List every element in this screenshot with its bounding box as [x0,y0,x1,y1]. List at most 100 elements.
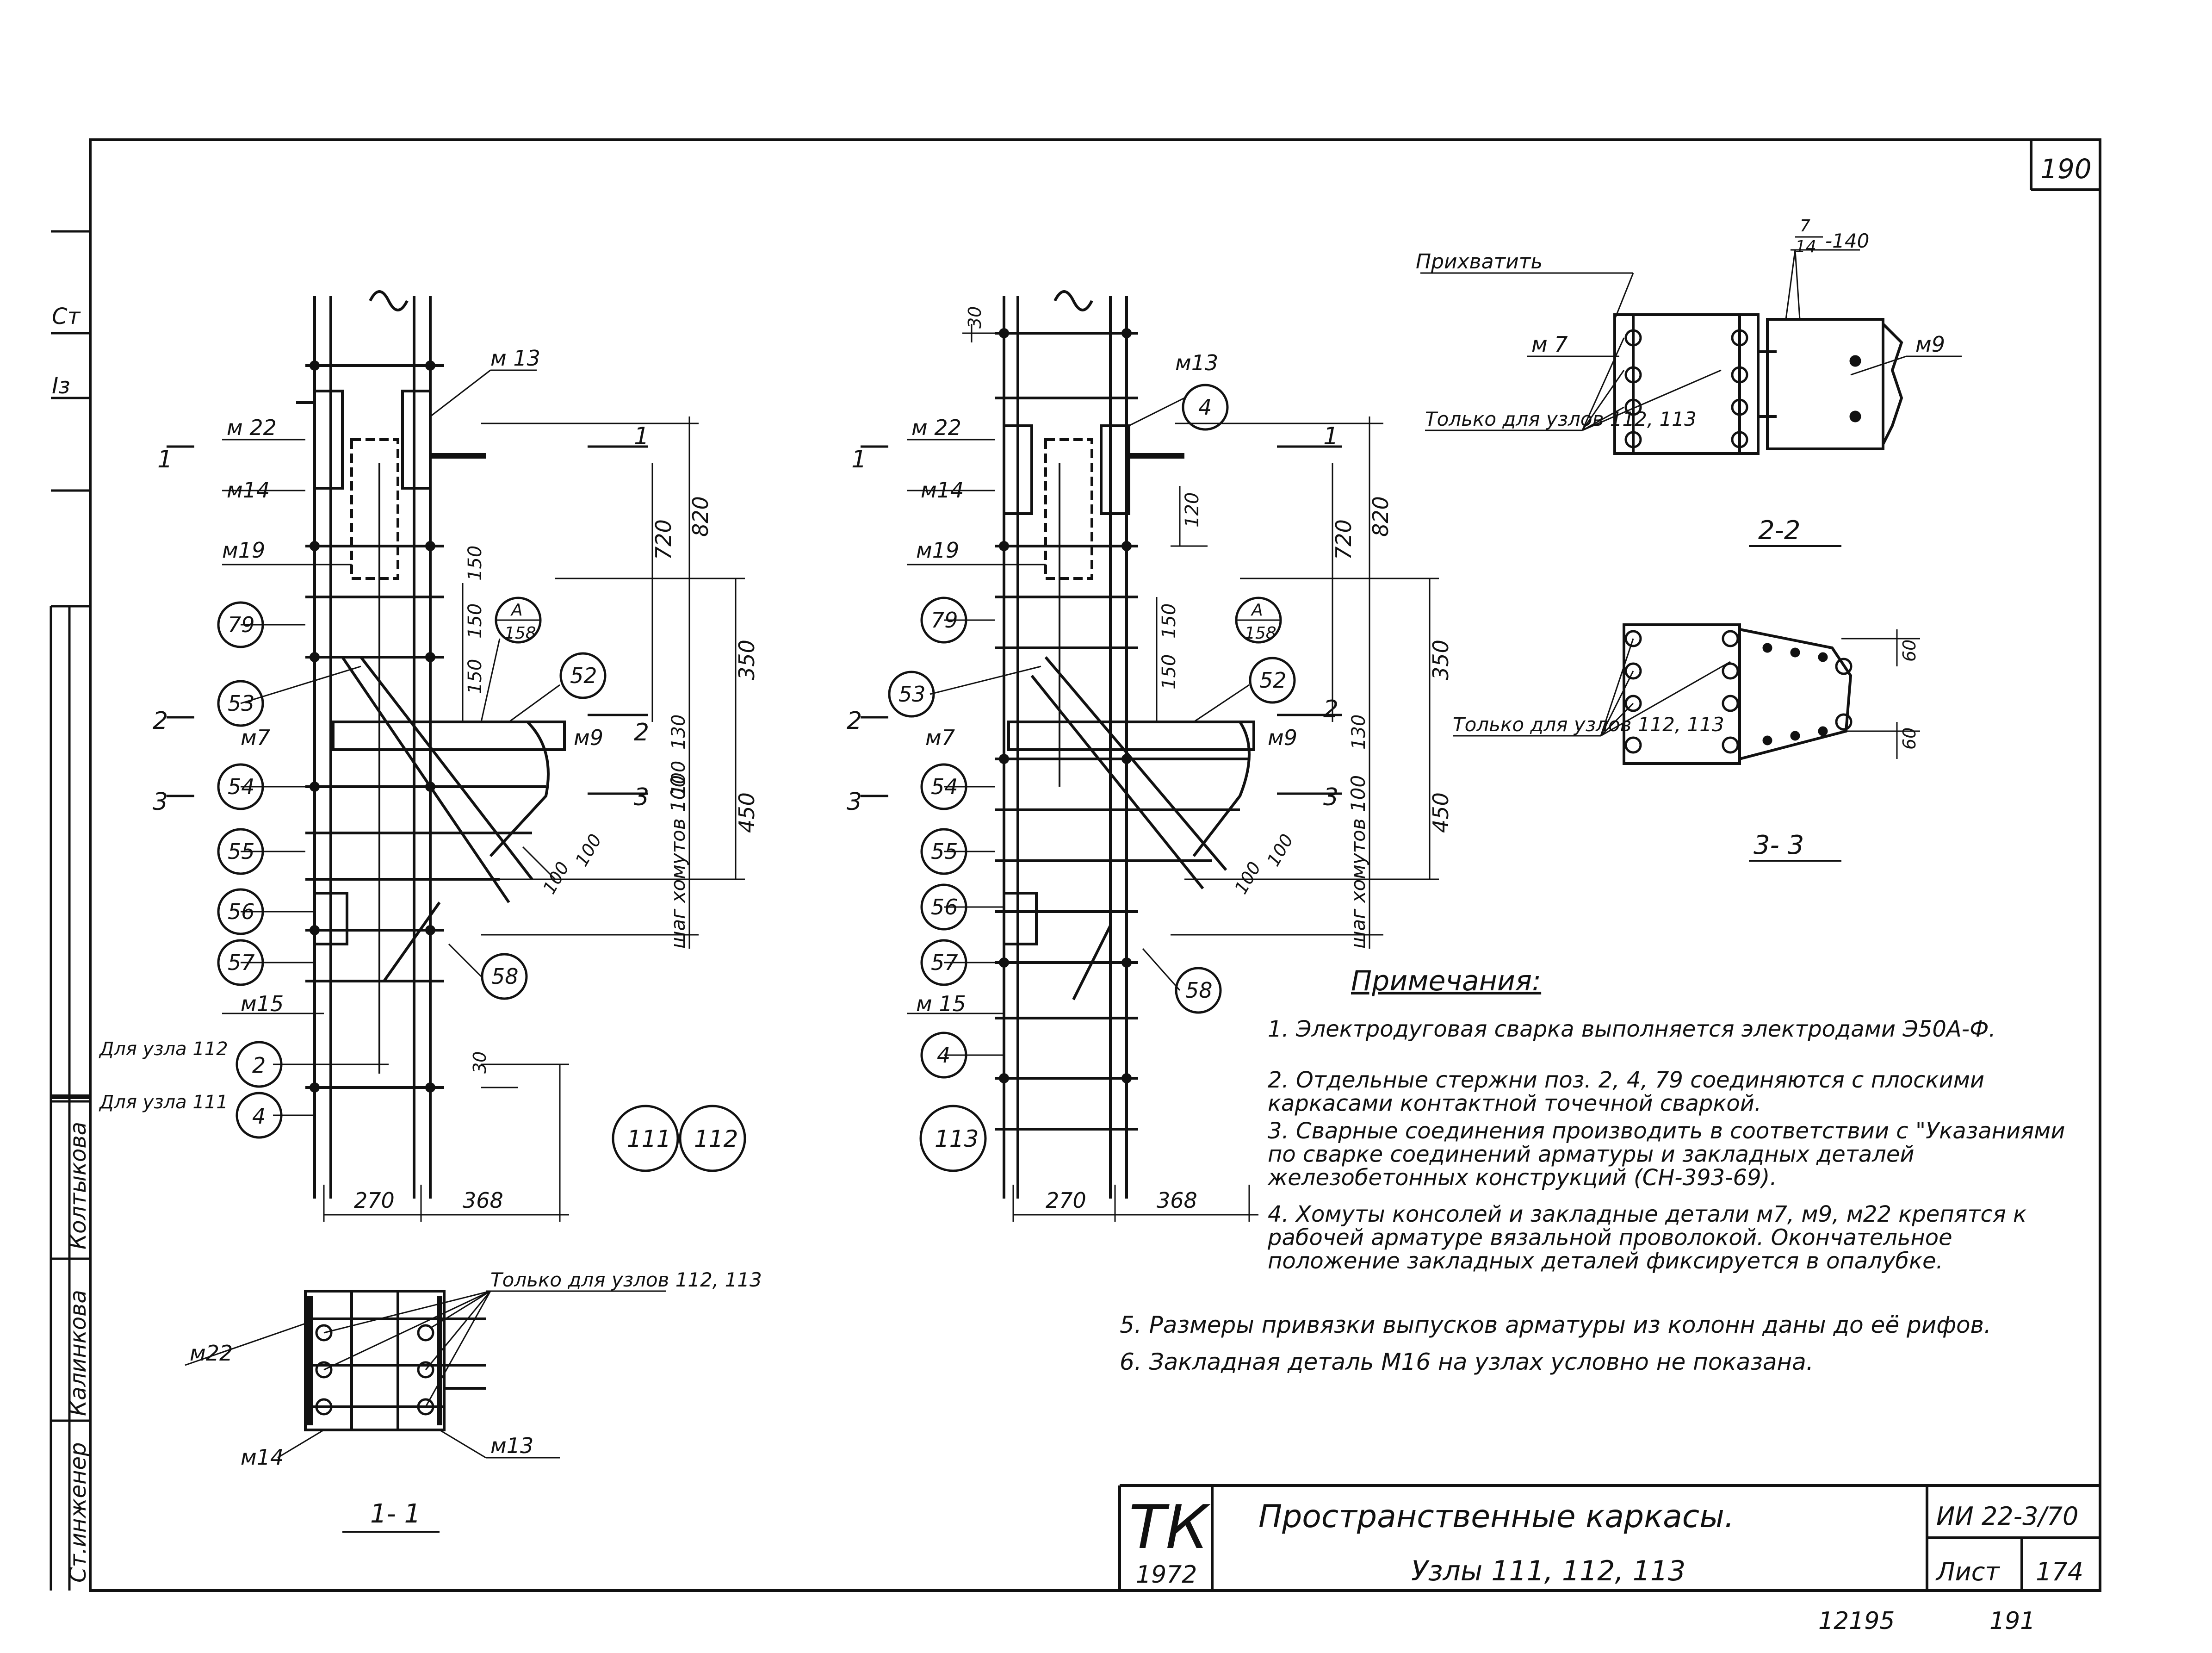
left-callout-79: 79 [228,612,255,637]
stamp-letters: ТК [1129,1492,1211,1562]
left-node-tag-112: 112 [694,1125,738,1152]
footer-left-number: 12195 [1818,1607,1895,1635]
left-callout-56: 56 [228,899,255,924]
mid-dim-30: 30 [965,306,985,329]
left-dim-30: 30 [470,1051,490,1074]
left-column-drawing [167,290,745,1222]
mid-callout-57: 57 [931,950,958,975]
left-margin-strip [50,230,90,1591]
mid-callout-circles [888,384,1296,1172]
left-label-m19: м19 [222,538,265,563]
section-1-1-label-m13: м13 [490,1433,533,1458]
section-3-3-dim-60-bottom: 60 [1899,727,1920,750]
mid-cut-2-l: 2 [847,707,862,735]
section-2-2-title: 2-2 [1758,516,1800,546]
left-cut-1-l: 1 [157,446,173,473]
mid-cut-3-r: 3 [1323,783,1338,811]
title-line-1: Пространственные каркасы. [1258,1498,1735,1535]
section-2-2-bars [1624,329,1861,448]
section-1-1-drawing [185,1290,666,1533]
mid-dim-diag-2: 100 [1263,831,1297,870]
left-cut-3-l: 3 [153,788,168,816]
left-section-ref-sheet: 158 [504,624,536,643]
series-code: ИИ 22-3/70 [1936,1502,2078,1531]
left-section-ref-letter: А [510,601,523,620]
left-dim-150-b: 150 [465,603,486,639]
note-item-1: 1. Электродуговая сварка выполняется эле… [1268,1016,1996,1042]
left-note-node-112: Для узла 112 [99,1038,228,1060]
section-3-3-note: Только для узлов 112, 113 [1453,713,1724,736]
page-number: 190 [2040,153,2092,185]
left-note-node-111: Для узла 111 [99,1092,228,1113]
footer-right-number: 191 [1989,1607,2035,1635]
left-cut-2-l: 2 [153,707,168,735]
mid-callout-79: 79 [931,608,958,633]
mid-label-m22: м 22 [911,415,961,440]
section-3-3-bars [1624,630,1853,754]
side-label-engineer: Ст.инженер [65,1442,91,1583]
title-line-2: Узлы 111, 112, 113 [1411,1555,1685,1587]
mid-dim-820: 820 [1368,496,1393,537]
left-dim-820: 820 [688,496,713,537]
section-2-2-fraction-len: -140 [1825,230,1869,252]
mid-cut-1-r: 1 [1323,423,1338,450]
side-label-st: Ст [52,304,81,329]
section-1-1-label-m22: м22 [190,1341,233,1366]
left-dim-450: 450 [734,792,759,833]
mid-callout-52: 52 [1259,668,1287,693]
left-label-m13: м 13 [490,346,540,371]
mid-dim-stirrup-step: шаг хомутов 100 [1347,775,1369,949]
left-callout-54: 54 [228,774,255,799]
left-dim-150-a: 150 [465,546,486,581]
section-2-2-drawing [1420,249,1962,547]
note-item-5: 5. Размеры привязки выпусков арматуры из… [1120,1311,1991,1338]
left-label-m22: м 22 [227,415,277,440]
sheet-label: Лист [1935,1557,2000,1586]
mid-section-ref-letter: А [1251,601,1263,620]
section-2-2-note: Только для узлов 112, 113 [1425,408,1697,430]
left-dim-150-c: 150 [465,659,486,694]
mid-callout-55: 55 [931,839,958,864]
section-2-2-fraction-num: 7 [1800,217,1810,236]
note-item-6: 6. Закладная деталь М16 на узлах условно… [1120,1348,1814,1375]
stamp-year: 1972 [1136,1561,1197,1589]
section-1-1-title: 1- 1 [370,1499,421,1529]
section-2-2-fraction-den: 14 [1795,237,1816,256]
left-cut-1-r: 1 [634,423,649,450]
mid-label-m15: м 15 [916,991,966,1016]
mid-label-m19: м19 [916,538,959,563]
left-dim-368: 368 [463,1188,503,1213]
note-item-4: 4. Хомуты консолей и закладные детали м7… [1267,1201,2026,1274]
section-2-2-label-prikhvatit: Прихватить [1416,250,1543,273]
mid-dim-720: 720 [1331,519,1356,560]
mid-label-m9: м9 [1268,725,1297,750]
left-callout-4: 4 [252,1104,266,1129]
mid-callout-4-top: 4 [1198,395,1212,420]
left-dim-130: 130 [668,715,689,750]
mid-dim-150-b: 150 [1159,654,1180,690]
mid-section-ref-sheet: 158 [1245,624,1276,643]
sheet-number: 174 [2036,1557,2083,1586]
mid-label-m13: м13 [1175,350,1218,375]
mid-node-tag-113: 113 [935,1125,979,1152]
mid-dim-120: 120 [1182,492,1203,528]
section-3-3-dim-60-top: 60 [1899,640,1920,662]
mid-cut-2-r: 2 [1323,696,1338,723]
mid-dim-130: 130 [1348,715,1369,750]
left-dim-diag-2: 100 [571,831,606,870]
left-dim-stirrup-step: шаг хомутов 100 [667,775,689,949]
left-dim-270: 270 [354,1188,395,1213]
note-item-3: 3. Сварные соединения производить в соот… [1267,1118,2065,1191]
side-label-iz: Iз [52,373,70,399]
side-label-koltykova: Колтыкова [65,1122,91,1249]
mid-dim-diag-1: 100 [1231,858,1265,898]
left-callout-57: 57 [228,950,255,975]
mid-callout-4-bottom: 4 [937,1043,950,1068]
mid-dim-450: 450 [1428,792,1453,833]
section-2-2-label-m7: м 7 [1531,332,1568,357]
mid-dim-350: 350 [1428,640,1453,680]
mid-dim-368: 368 [1157,1188,1197,1213]
mid-callout-56: 56 [931,895,958,920]
left-label-m14: м14 [227,478,270,503]
